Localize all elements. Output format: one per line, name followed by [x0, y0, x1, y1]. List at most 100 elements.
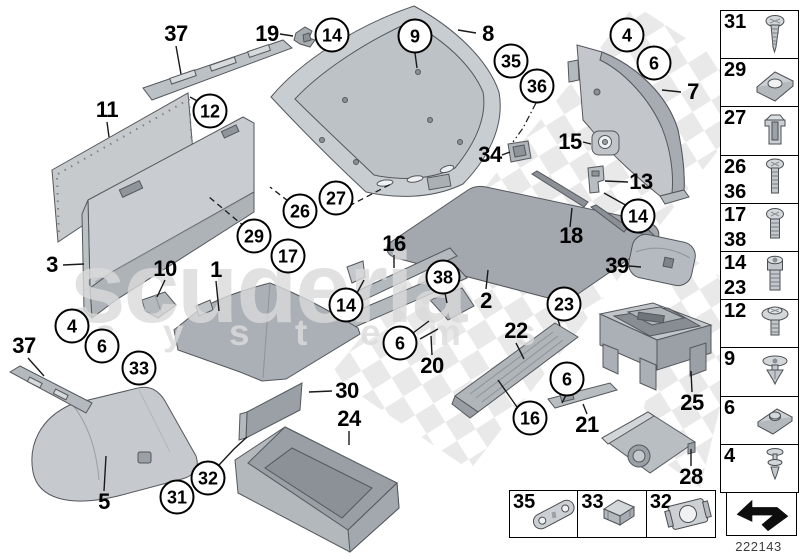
sidebar-fastener-box-12[interactable]: 12 — [721, 300, 798, 349]
fastener-callout-4[interactable]: 4 — [609, 17, 645, 53]
fastener-number: 29 — [724, 59, 747, 82]
part-37-sill-strip-bottom — [8, 365, 93, 414]
fastener-callout-32[interactable]: 32 — [190, 460, 226, 496]
part-callout-37[interactable]: 37 — [12, 333, 36, 358]
fastener-callout-26[interactable]: 26 — [282, 193, 318, 229]
part-callout-16[interactable]: 16 — [382, 231, 406, 256]
sidebar-fastener-box-27[interactable]: 27 — [721, 107, 798, 156]
fastener-callout-6[interactable]: 6 — [636, 45, 672, 81]
part-callout-39[interactable]: 39 — [605, 253, 629, 278]
part-13-bracket — [587, 165, 605, 194]
part-5-wheel-arch-trim — [31, 386, 198, 502]
fastener-number: 32 — [649, 491, 673, 513]
part-7-side-trim-panel — [567, 44, 690, 205]
part-callout-30[interactable]: 30 — [335, 378, 359, 403]
fastener-callout-27[interactable]: 27 — [318, 180, 354, 216]
fastener-callout-16[interactable]: 16 — [512, 400, 548, 436]
fastener-callout-4[interactable]: 4 — [54, 308, 90, 344]
legend-fastener-box-33[interactable]: 33 — [577, 490, 648, 538]
part-callout-25[interactable]: 25 — [680, 390, 704, 415]
fastener-callout-12[interactable]: 12 — [192, 93, 228, 129]
push-rivet-icon — [762, 355, 788, 386]
part-callout-11[interactable]: 11 — [95, 97, 119, 122]
fastener-number: 12 — [724, 300, 747, 323]
part-callout-10[interactable]: 10 — [153, 256, 177, 281]
fastener-callout-38[interactable]: 38 — [425, 259, 461, 295]
part-callout-7[interactable]: 7 — [687, 79, 699, 104]
part-callout-2[interactable]: 2 — [480, 288, 492, 313]
fastener-callout-33[interactable]: 33 — [121, 350, 157, 386]
part-3-partition-trim-panel — [81, 116, 255, 320]
part-callout-13[interactable]: 13 — [629, 169, 653, 194]
part-28-tray — [601, 411, 696, 474]
fastener-callout-31[interactable]: 31 — [159, 479, 195, 515]
fastener-callout-29[interactable]: 29 — [236, 218, 272, 254]
direction-arrow-box[interactable] — [726, 492, 797, 536]
part-callout-5[interactable]: 5 — [98, 489, 110, 514]
fastener-callout-14[interactable]: 14 — [314, 17, 350, 53]
part-10-bracket — [141, 291, 177, 319]
part-callout-24[interactable]: 24 — [337, 406, 361, 431]
socket-bolt-icon — [767, 255, 783, 291]
part-1-floor-mat — [173, 282, 361, 382]
fastener-callout-14[interactable]: 14 — [620, 198, 656, 234]
sidebar-fastener-box-31[interactable]: 31 — [721, 11, 798, 60]
part-25-tool-box — [598, 302, 713, 391]
part-callout-18[interactable]: 18 — [559, 223, 583, 248]
part-callout-3[interactable]: 3 — [46, 252, 58, 277]
fastener-number: 31 — [724, 11, 747, 33]
fastener-callout-23[interactable]: 23 — [546, 286, 582, 322]
watermark-letter: s — [229, 312, 250, 353]
fastener-number: 14 — [724, 252, 747, 275]
sidebar-fastener-box-6[interactable]: 6 — [721, 396, 798, 445]
fastener-callout-6[interactable]: 6 — [84, 328, 120, 364]
legend-fastener-box-32[interactable]: 32 — [645, 490, 716, 538]
fastener-callout-17[interactable]: 17 — [270, 238, 306, 274]
part-callout-20[interactable]: 20 — [420, 353, 444, 378]
part-19-clip — [293, 26, 316, 48]
clip-nut-icon — [757, 408, 793, 435]
tapping-screw-icon — [765, 14, 785, 54]
sidebar-fastener-box-4[interactable]: 4 — [721, 444, 798, 493]
watermark-letter: m — [428, 312, 461, 353]
part-callout-1[interactable]: 1 — [210, 257, 222, 282]
sidebar-fastener-box-9[interactable]: 9 — [721, 348, 798, 397]
part-callout-21[interactable]: 21 — [575, 412, 599, 437]
part-callout-37[interactable]: 37 — [164, 21, 188, 46]
part-callout-34[interactable]: 34 — [478, 142, 502, 167]
fastener-number: 4 — [724, 444, 736, 467]
part-callout-22[interactable]: 22 — [504, 318, 528, 343]
fastener-callout-6[interactable]: 6 — [549, 361, 585, 397]
fastener-callout-36[interactable]: 36 — [519, 68, 555, 104]
part-callout-8[interactable]: 8 — [482, 21, 494, 46]
part-34-clip — [507, 140, 532, 163]
fastener-number: 27 — [724, 107, 747, 130]
fastener-callout-9[interactable]: 9 — [397, 18, 433, 54]
pan-screw-icon — [766, 158, 784, 194]
sidebar-fastener-box-29[interactable]: 29 — [721, 59, 798, 108]
fastener-number: 9 — [724, 348, 736, 371]
fastener-callout-6[interactable]: 6 — [382, 325, 418, 361]
part-callout-28[interactable]: 28 — [679, 464, 703, 489]
watermark: scuderia systems — [70, 232, 536, 353]
part-30-divider-panel — [238, 382, 303, 441]
watermark-letter: s — [515, 312, 536, 353]
fastener-number: 26 — [724, 155, 747, 178]
fastener-callout-14[interactable]: 14 — [328, 287, 364, 323]
part-callout-19[interactable]: 19 — [255, 21, 279, 46]
part-39-tool-bag — [628, 233, 696, 287]
legend-fastener-box-35[interactable]: 35 — [509, 490, 579, 538]
part-24-storage-tray — [234, 426, 400, 554]
fastener-callout-35[interactable]: 35 — [493, 43, 529, 79]
diagram-code: 222143 — [735, 539, 782, 554]
watermark-text: scuderia — [70, 232, 469, 344]
watermark-letter: e — [360, 312, 381, 353]
part-callout-15[interactable]: 15 — [558, 129, 582, 154]
